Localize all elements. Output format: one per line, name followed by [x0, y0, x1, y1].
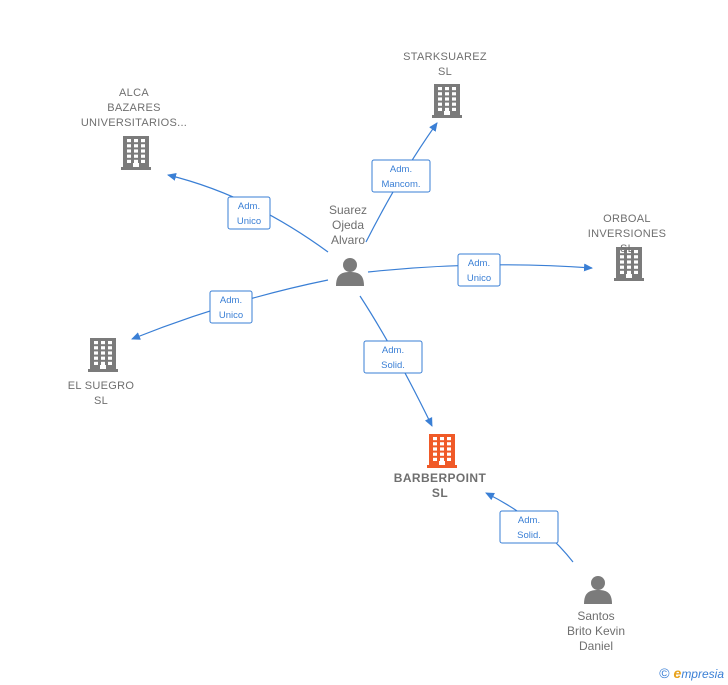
person-icon[interactable] [336, 258, 364, 286]
role-badge[interactable]: Adm. Unico [457, 253, 501, 287]
node-elsuegro[interactable]: EL SUEGRO SL [68, 338, 135, 407]
role-badge-line: Unico [237, 216, 261, 227]
node-label: SL [620, 243, 634, 255]
node-label: Alvaro [331, 233, 365, 247]
node-label: Brito Kevin [567, 624, 625, 638]
role-badge-line: Solid. [517, 530, 541, 541]
node-orboal[interactable]: ORBOAL INVERSIONES SL [588, 213, 667, 281]
role-badge-line: Adm. [390, 164, 412, 175]
node-label: ORBOAL [603, 213, 651, 225]
node-alca[interactable]: ALCA BAZARES UNIVERSITARIOS... [81, 87, 187, 170]
role-badge-line: Adm. [518, 515, 540, 526]
role-badge[interactable]: Adm. Unico [227, 196, 271, 230]
role-badge[interactable]: Adm. Solid. [499, 510, 559, 544]
role-badge[interactable]: Adm. Unico [209, 290, 253, 324]
node-starksuarez[interactable]: STARKSUAREZ SL [403, 51, 487, 118]
role-badge-line: Unico [219, 310, 243, 321]
node-label: SL [94, 395, 108, 407]
node-label: Ojeda [332, 218, 364, 232]
brand-initial: e [673, 665, 682, 681]
building-icon-highlighted[interactable] [427, 434, 457, 468]
role-badge-line: Solid. [381, 360, 405, 371]
node-label: INVERSIONES [588, 228, 667, 240]
node-label: Suarez [329, 203, 367, 217]
node-label: UNIVERSITARIOS... [81, 117, 187, 129]
role-badge-line: Unico [467, 273, 491, 284]
role-badge[interactable]: Adm. Solid. [363, 340, 423, 374]
node-label: Santos [577, 609, 614, 623]
role-badge-line: Mancom. [381, 179, 420, 190]
badges-layer: Adm.UnicoAdm.Mancom.Adm.UnicoAdm.UnicoAd… [209, 159, 559, 544]
role-badge-line: Adm. [220, 295, 242, 306]
brand-name: mpresia [681, 667, 724, 681]
building-icon[interactable] [88, 338, 118, 372]
copyright-symbol: © [659, 665, 670, 681]
node-label: EL SUEGRO [68, 380, 135, 392]
node-label: SL [432, 486, 448, 500]
person-icon[interactable] [584, 576, 612, 604]
role-badge-line: Adm. [238, 201, 260, 212]
building-icon[interactable] [432, 84, 462, 118]
node-label: STARKSUAREZ [403, 51, 487, 63]
node-label: SL [438, 66, 452, 78]
role-badge-line: Adm. [382, 345, 404, 356]
role-badge[interactable]: Adm. Mancom. [371, 159, 431, 193]
building-icon[interactable] [614, 247, 644, 281]
node-label: Daniel [579, 639, 613, 653]
node-label: BARBERPOINT [394, 471, 487, 485]
footer-brand[interactable]: ©empresia [659, 665, 724, 681]
node-label: BAZARES [107, 102, 160, 114]
building-icon[interactable] [121, 136, 151, 170]
edges-layer [131, 122, 593, 563]
node-label: ALCA [119, 87, 149, 99]
role-badge-line: Adm. [468, 258, 490, 269]
